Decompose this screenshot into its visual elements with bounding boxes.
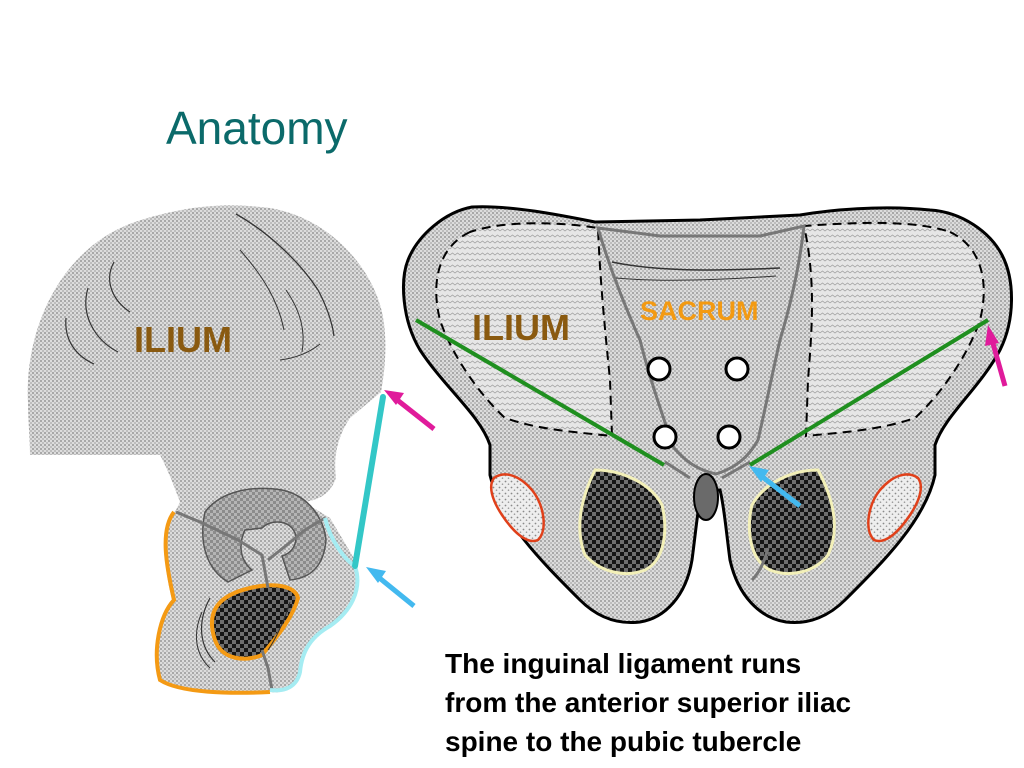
lateral-iliac-wing xyxy=(27,205,386,502)
frontal-left-ischial-spine xyxy=(490,473,545,543)
frontal-tubercle-arrow xyxy=(749,466,802,508)
lateral-hip-bone: ILIUM xyxy=(27,205,386,695)
frontal-right-inguinal-ligament xyxy=(748,318,990,467)
frontal-coccyx xyxy=(693,473,719,521)
frontal-right-obturator-foramen xyxy=(748,468,836,575)
lateral-tubercle-arrow xyxy=(366,567,416,608)
lateral-inguinal-ligament xyxy=(352,394,386,569)
lateral-obturator-foramen xyxy=(209,583,301,661)
lateral-asis-arrow xyxy=(384,390,436,431)
frontal-asis-arrow xyxy=(985,325,1008,387)
lateral-ilium-label: ILIUM xyxy=(134,319,232,360)
frontal-ilium-label: ILIUM xyxy=(472,307,570,348)
frontal-left-inguinal-ligament xyxy=(414,318,666,467)
frontal-sacrum xyxy=(595,224,806,476)
sacral-foramen xyxy=(652,424,678,450)
frontal-left-iliac-fossa xyxy=(435,222,614,438)
frontal-pelvis: ILIUM SACRUM xyxy=(402,205,1013,625)
frontal-left-obturator-foramen xyxy=(578,468,667,575)
slide-title: Anatomy xyxy=(166,102,348,154)
caption: The inguinal ligament runs from the ante… xyxy=(445,644,1005,761)
sacral-foramen xyxy=(724,356,750,382)
sacral-foramen xyxy=(716,424,742,450)
frontal-right-iliac-fossa xyxy=(802,221,985,438)
frontal-sacrum-label: SACRUM xyxy=(640,296,759,326)
caption-line: from the anterior superior iliac xyxy=(445,687,852,718)
sacral-foramen xyxy=(646,356,672,382)
lateral-pubis-outline xyxy=(154,510,271,695)
lateral-acetabulum xyxy=(202,487,327,583)
frontal-right-ischial-spine xyxy=(867,473,922,543)
caption-line: spine to the pubic tubercle xyxy=(445,726,802,757)
lateral-ischium-outline xyxy=(269,517,360,693)
caption-line: The inguinal ligament runs xyxy=(445,648,802,679)
